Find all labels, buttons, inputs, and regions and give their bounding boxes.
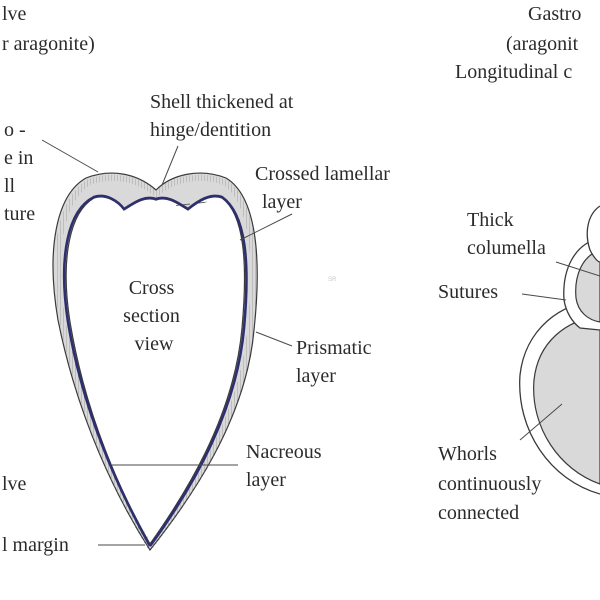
whorl-inner-lower <box>533 315 600 485</box>
leader-prismatic <box>255 331 293 347</box>
shell-cavity <box>68 200 243 541</box>
prismatic-band <box>54 174 257 549</box>
nacreous-lining <box>62 194 248 547</box>
label-margin: l margin <box>2 534 69 556</box>
leader-sutures <box>521 293 567 301</box>
label-prismatic: Prismatic layer <box>296 337 377 387</box>
bivalve-subheading: r aragonite) <box>2 33 95 55</box>
whorl-upper <box>586 205 600 263</box>
bivalve-shell <box>52 172 258 552</box>
watermark: SR <box>328 277 337 283</box>
leader-crossed-lamellar <box>239 213 293 241</box>
cross-section-label: Cross section view <box>123 277 185 355</box>
leader-columella <box>555 261 600 277</box>
label-nacreous: Nacreous layer <box>246 441 327 491</box>
label-columella: Thick columella <box>467 209 546 259</box>
leader-hinge <box>161 145 179 186</box>
gastropod-shell <box>519 205 600 495</box>
leader-left-partial <box>41 139 99 173</box>
label-left-partial: o - e in ll ture <box>4 119 38 225</box>
label-whorls: Whorls continuously connected <box>438 443 546 524</box>
bivalve-heading: lve <box>2 3 27 25</box>
label-sutures: Sutures <box>438 281 498 303</box>
label-hinge: Shell thickened at hinge/dentition <box>150 91 298 141</box>
gastropod-subheading-2: Longitudinal c <box>455 61 572 83</box>
whorl-inner-middle <box>575 249 600 323</box>
leader-whorls <box>519 403 563 441</box>
gastropod-heading: Gastro <box>528 3 581 25</box>
label-left-bottom: lve <box>2 473 27 495</box>
gastropod-subheading: (aragonit <box>506 33 579 55</box>
label-crossed-lamellar: Crossed lamellar layer <box>255 163 395 213</box>
